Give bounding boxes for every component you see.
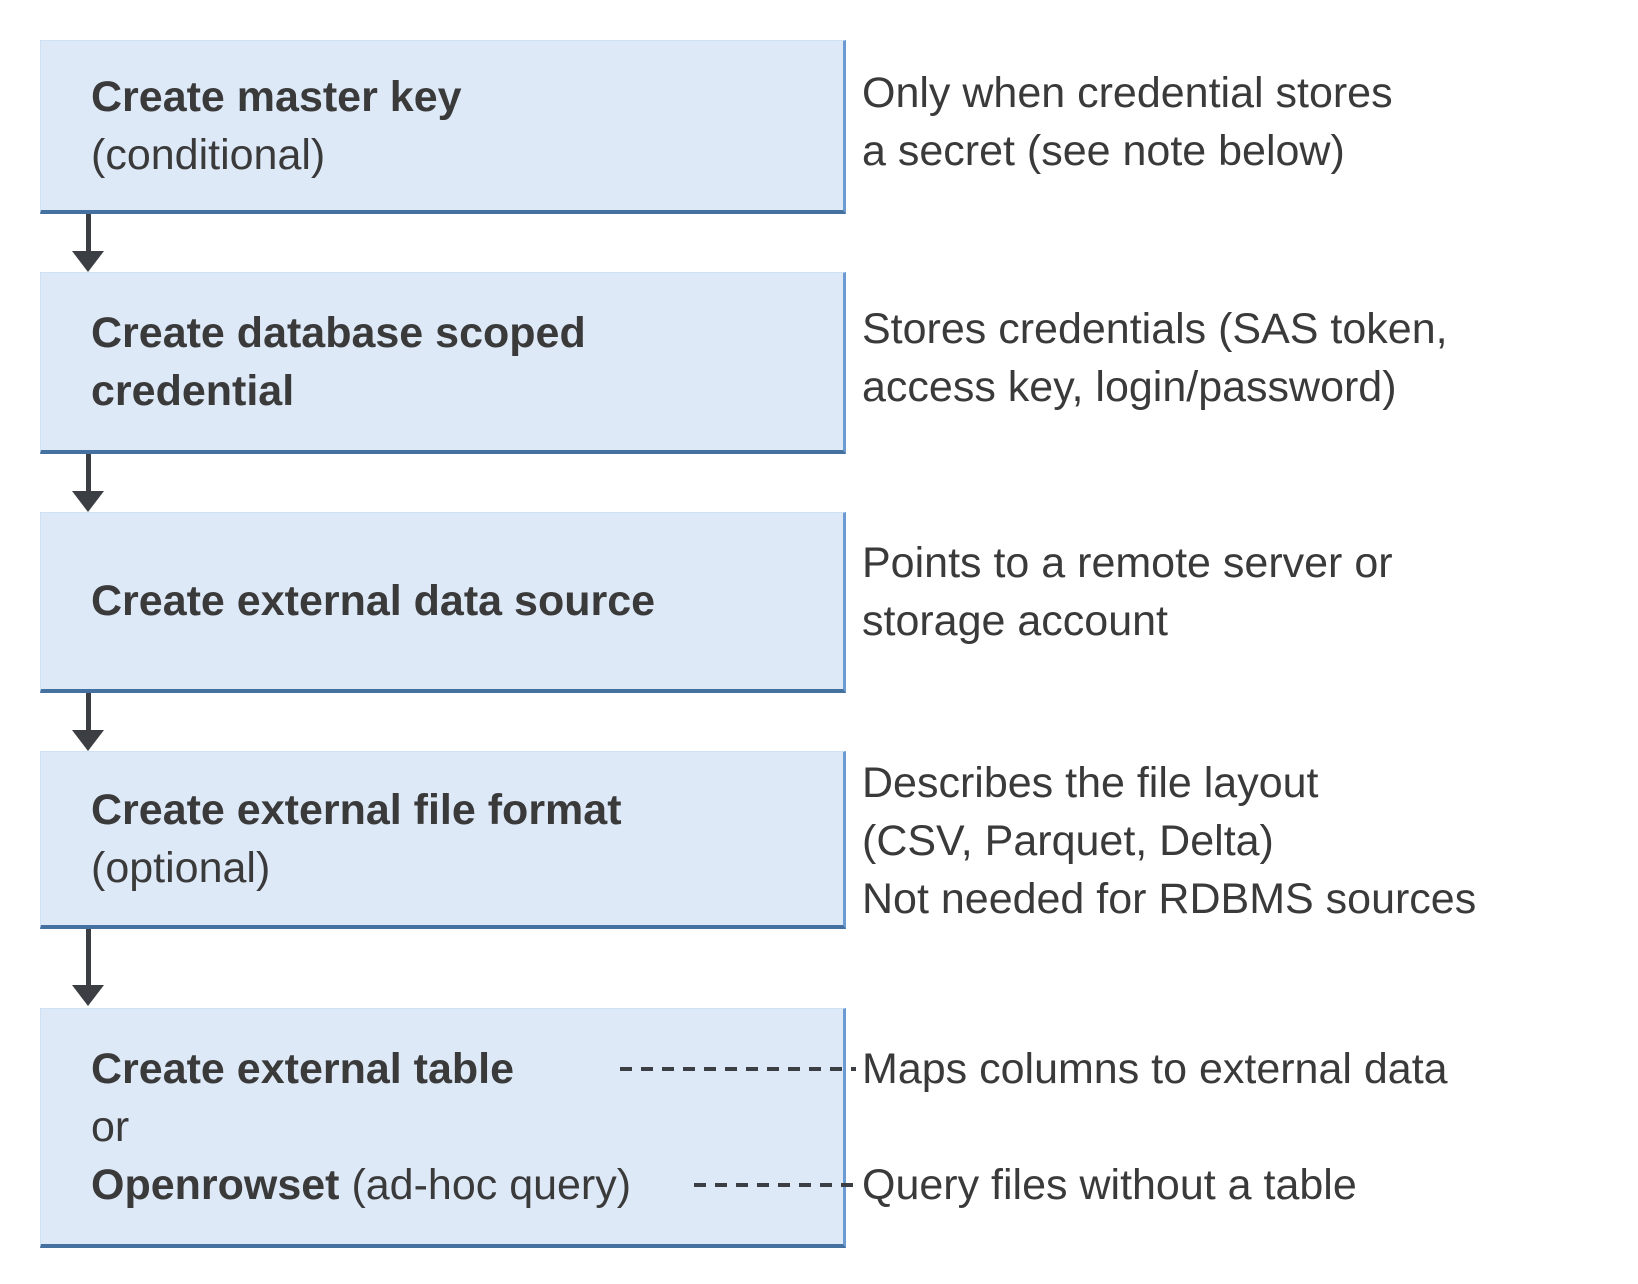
step-title: Create external file format	[91, 785, 622, 834]
step-title: Create master key	[91, 72, 462, 121]
annotation-file-format: Describes the file layout (CSV, Parquet,…	[862, 759, 1477, 923]
annotation-data-source: Points to a remote server or storage acc…	[862, 539, 1393, 645]
step-alt-title-suffix: (ad-hoc query)	[339, 1160, 632, 1209]
step-alt-title: Openrowset	[91, 1160, 340, 1209]
step-box-external-file-format: Create external file format (optional)	[40, 751, 846, 929]
arrow-shaft	[86, 693, 91, 733]
arrow-shaft	[86, 454, 91, 494]
step-title: Create external data source	[91, 577, 656, 625]
step-box-create-master-key: Create master key (conditional)	[40, 40, 846, 214]
step-subtitle: (optional)	[91, 843, 271, 892]
arrow-down-icon	[72, 693, 104, 751]
arrow-head	[72, 730, 104, 751]
annotation-openrowset: Query files without a table	[862, 1161, 1357, 1209]
arrow-head	[72, 985, 104, 1006]
step-box-external-data-source: Create external data source	[40, 512, 846, 693]
step-alt-title-line: Openrowset (ad-hoc query)	[91, 1156, 843, 1214]
step-subtitle: (conditional)	[91, 130, 326, 179]
step-box-database-scoped-credential: Create database scoped credential	[40, 272, 846, 454]
step-or-label: or	[91, 1102, 130, 1151]
step-title: Create database scoped credential	[91, 308, 586, 415]
annotation-external-table: Maps columns to external data	[862, 1045, 1448, 1093]
arrow-down-icon	[72, 454, 104, 512]
arrow-head	[72, 251, 104, 272]
dashed-connector-external-table	[620, 1067, 856, 1071]
arrow-down-icon	[72, 929, 104, 1006]
arrow-shaft	[86, 929, 91, 988]
annotation-credential: Stores credentials (SAS token, access ke…	[862, 305, 1448, 411]
annotation-master-key: Only when credential stores a secret (se…	[862, 69, 1393, 175]
arrow-down-icon	[72, 214, 104, 272]
arrow-shaft	[86, 214, 91, 254]
dashed-connector-openrowset	[694, 1183, 856, 1187]
step-box-external-table-or-openrowset: Create external table or Openrowset (ad-…	[40, 1008, 846, 1248]
step-title: Create external table	[91, 1044, 515, 1093]
arrow-head	[72, 491, 104, 512]
